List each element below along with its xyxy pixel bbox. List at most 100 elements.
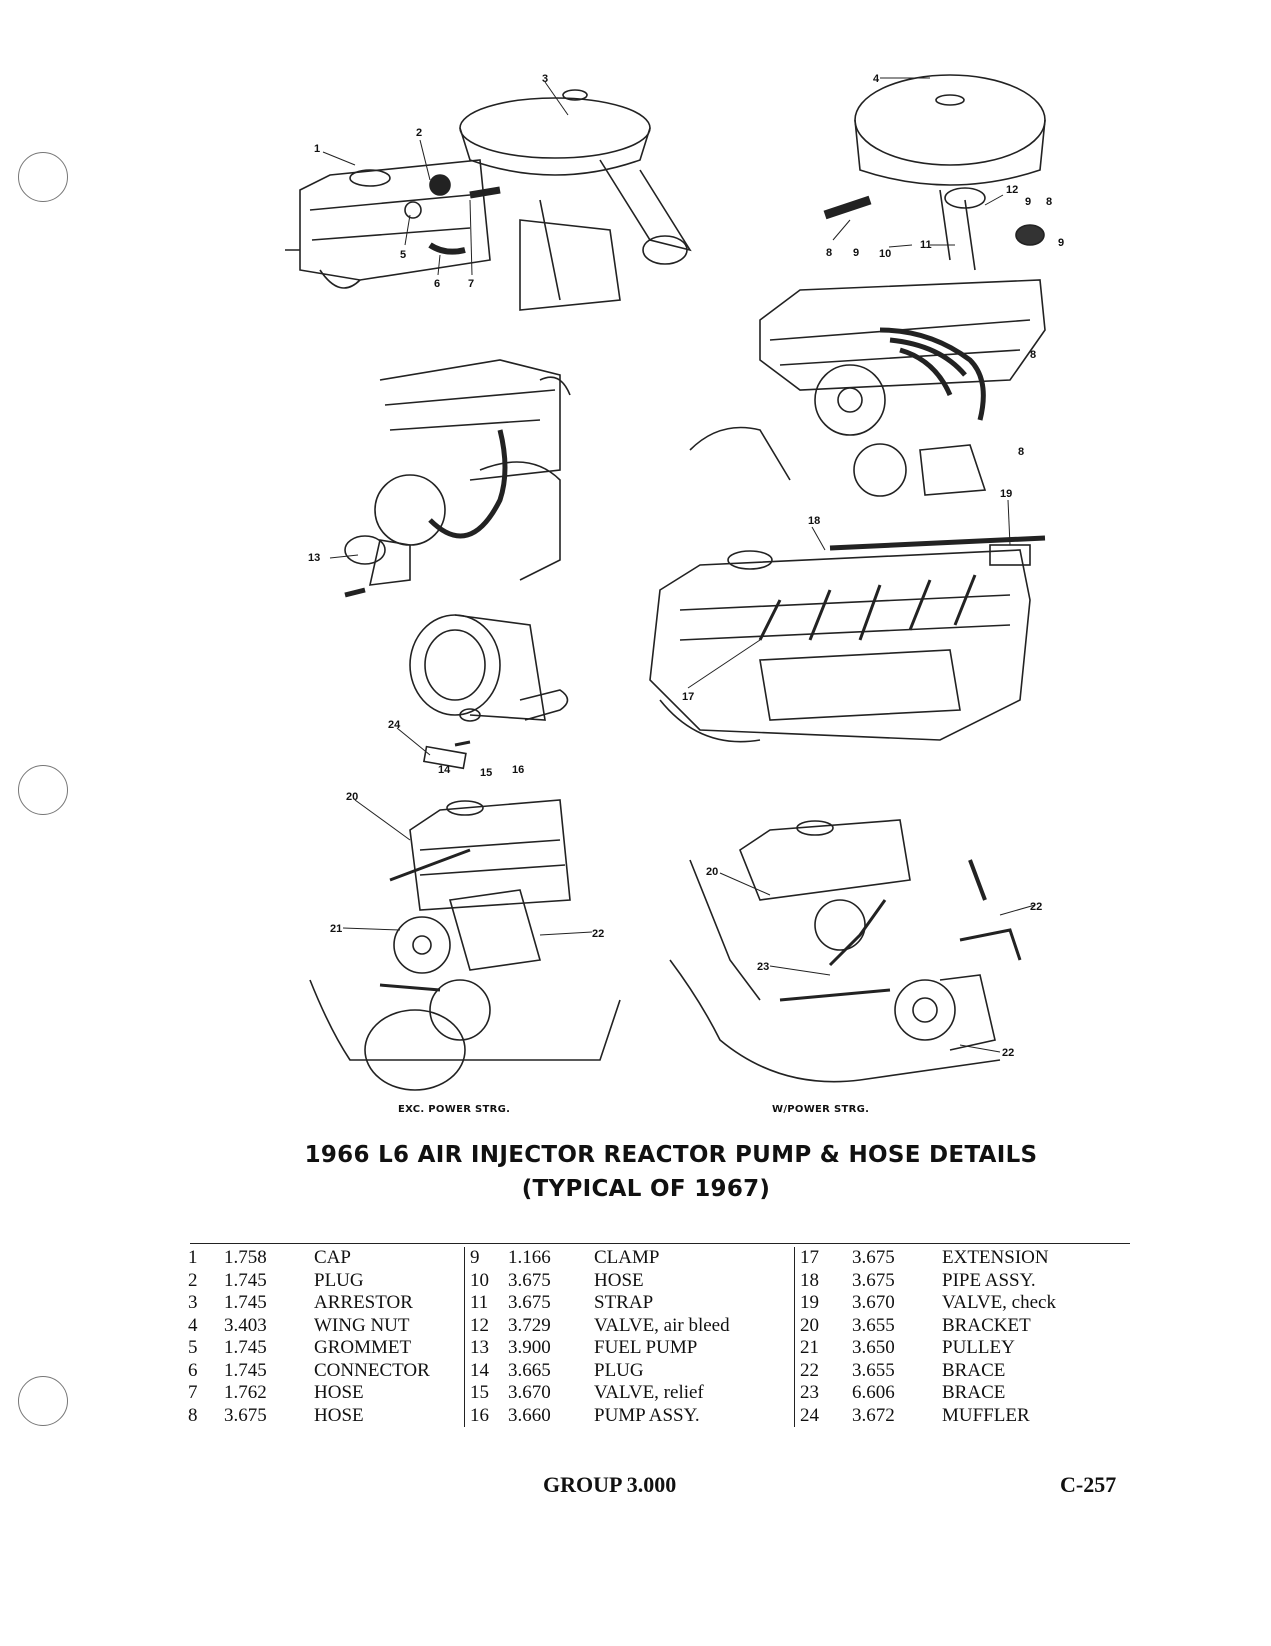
- part-name: PLUG: [314, 1269, 364, 1291]
- svg-text:10: 10: [879, 248, 891, 260]
- svg-text:6: 6: [434, 278, 440, 290]
- binder-hole: [18, 765, 68, 815]
- part-name: BRACKET: [942, 1314, 1031, 1336]
- part-group: 3.675: [224, 1404, 267, 1426]
- part-name: HOSE: [314, 1404, 364, 1426]
- page-title: 1966 L6 AIR INJECTOR REACTOR PUMP & HOSE…: [304, 1142, 1038, 1168]
- part-group: 3.655: [852, 1359, 895, 1381]
- svg-text:14: 14: [438, 764, 451, 776]
- footer-group: GROUP 3.000: [543, 1472, 677, 1497]
- part-group: 3.660: [508, 1404, 551, 1426]
- part-no: 19: [794, 1292, 852, 1315]
- part-name: VALVE, relief: [594, 1382, 704, 1403]
- part-name: MUFFLER: [942, 1404, 1030, 1426]
- part-no: 2: [188, 1269, 198, 1291]
- part-group: 1.758: [224, 1247, 267, 1268]
- part-no: 16: [464, 1404, 508, 1427]
- fuel-pump-section: [344, 359, 571, 598]
- pump-section: [409, 614, 569, 770]
- part-name: EXTENSION: [942, 1247, 1049, 1268]
- svg-text:4: 4: [873, 73, 880, 85]
- page-subtitle: (TYPICAL OF 1967): [521, 1176, 771, 1202]
- part-no: 8: [188, 1404, 198, 1426]
- part-group: 3.650: [852, 1337, 895, 1358]
- part-group: 3.900: [508, 1337, 551, 1358]
- part-group: 3.675: [852, 1269, 895, 1291]
- part-group: 1.762: [224, 1382, 267, 1403]
- caption-exc-power-strg: EXC. POWER STRG.: [398, 1104, 511, 1115]
- svg-text:8: 8: [1046, 196, 1052, 208]
- part-no: 12: [464, 1314, 508, 1337]
- part-name: BRACE: [942, 1359, 1006, 1381]
- part-no: 9: [464, 1247, 508, 1270]
- svg-text:8: 8: [1030, 349, 1036, 361]
- part-name: PIPE ASSY.: [942, 1269, 1036, 1291]
- part-name: CAP: [314, 1247, 351, 1268]
- part-name: BRACE: [942, 1382, 1006, 1403]
- part-no: 21: [794, 1337, 852, 1360]
- svg-text:18: 18: [808, 515, 820, 527]
- svg-text:21: 21: [330, 923, 342, 935]
- svg-text:22: 22: [1030, 901, 1042, 913]
- part-group: 1.166: [508, 1247, 551, 1268]
- part-no: 23: [794, 1382, 852, 1405]
- svg-text:24: 24: [388, 719, 401, 731]
- power-section: [669, 819, 1022, 1083]
- part-no: 11: [464, 1292, 508, 1315]
- part-name: CLAMP: [594, 1247, 660, 1268]
- part-group: 1.745: [224, 1337, 267, 1358]
- part-group: 1.745: [224, 1292, 267, 1313]
- part-name: VALVE, air bleed: [594, 1314, 730, 1336]
- svg-text:20: 20: [346, 791, 358, 803]
- part-name: PUMP ASSY.: [594, 1404, 700, 1426]
- caption-w-power-strg: W/POWER STRG.: [772, 1104, 870, 1115]
- part-name: PLUG: [594, 1359, 644, 1381]
- binder-hole: [18, 152, 68, 202]
- part-group: 3.675: [852, 1247, 895, 1268]
- svg-text:1: 1: [314, 143, 320, 155]
- reactor-hose-section: [689, 74, 1046, 497]
- svg-text:16: 16: [512, 764, 524, 776]
- svg-text:9: 9: [853, 247, 859, 259]
- svg-text:22: 22: [1002, 1047, 1014, 1059]
- part-group: 3.672: [852, 1404, 895, 1426]
- svg-text:9: 9: [1058, 237, 1064, 249]
- callout-leaders: [322, 77, 1036, 1053]
- svg-text:9: 9: [1025, 196, 1031, 208]
- part-name: ARRESTOR: [314, 1292, 413, 1313]
- part-group: 3.655: [852, 1314, 895, 1336]
- svg-text:13: 13: [308, 552, 320, 564]
- footer-page-number: C-257: [1060, 1472, 1117, 1497]
- part-name: FUEL PUMP: [594, 1337, 698, 1358]
- part-no: 1: [188, 1247, 198, 1268]
- part-group: 3.403: [224, 1314, 267, 1336]
- part-group: 3.670: [508, 1382, 551, 1403]
- part-no: 24: [794, 1404, 852, 1427]
- manifold-section: [649, 535, 1046, 743]
- part-no: 3: [188, 1292, 198, 1313]
- part-group: 3.729: [508, 1314, 551, 1336]
- svg-text:5: 5: [400, 249, 406, 261]
- part-no: 14: [464, 1359, 508, 1382]
- part-name: PULLEY: [942, 1337, 1015, 1358]
- part-name: WING NUT: [314, 1314, 410, 1336]
- svg-text:2: 2: [416, 127, 422, 139]
- part-no: 10: [464, 1269, 508, 1292]
- part-no: 17: [794, 1247, 852, 1270]
- svg-text:19: 19: [1000, 488, 1012, 500]
- part-name: HOSE: [594, 1269, 644, 1291]
- part-no: 15: [464, 1382, 508, 1405]
- svg-text:11: 11: [920, 239, 932, 251]
- svg-text:23: 23: [757, 961, 769, 973]
- binder-hole: [18, 1376, 68, 1426]
- part-name: HOSE: [314, 1382, 364, 1403]
- part-no: 7: [188, 1382, 198, 1403]
